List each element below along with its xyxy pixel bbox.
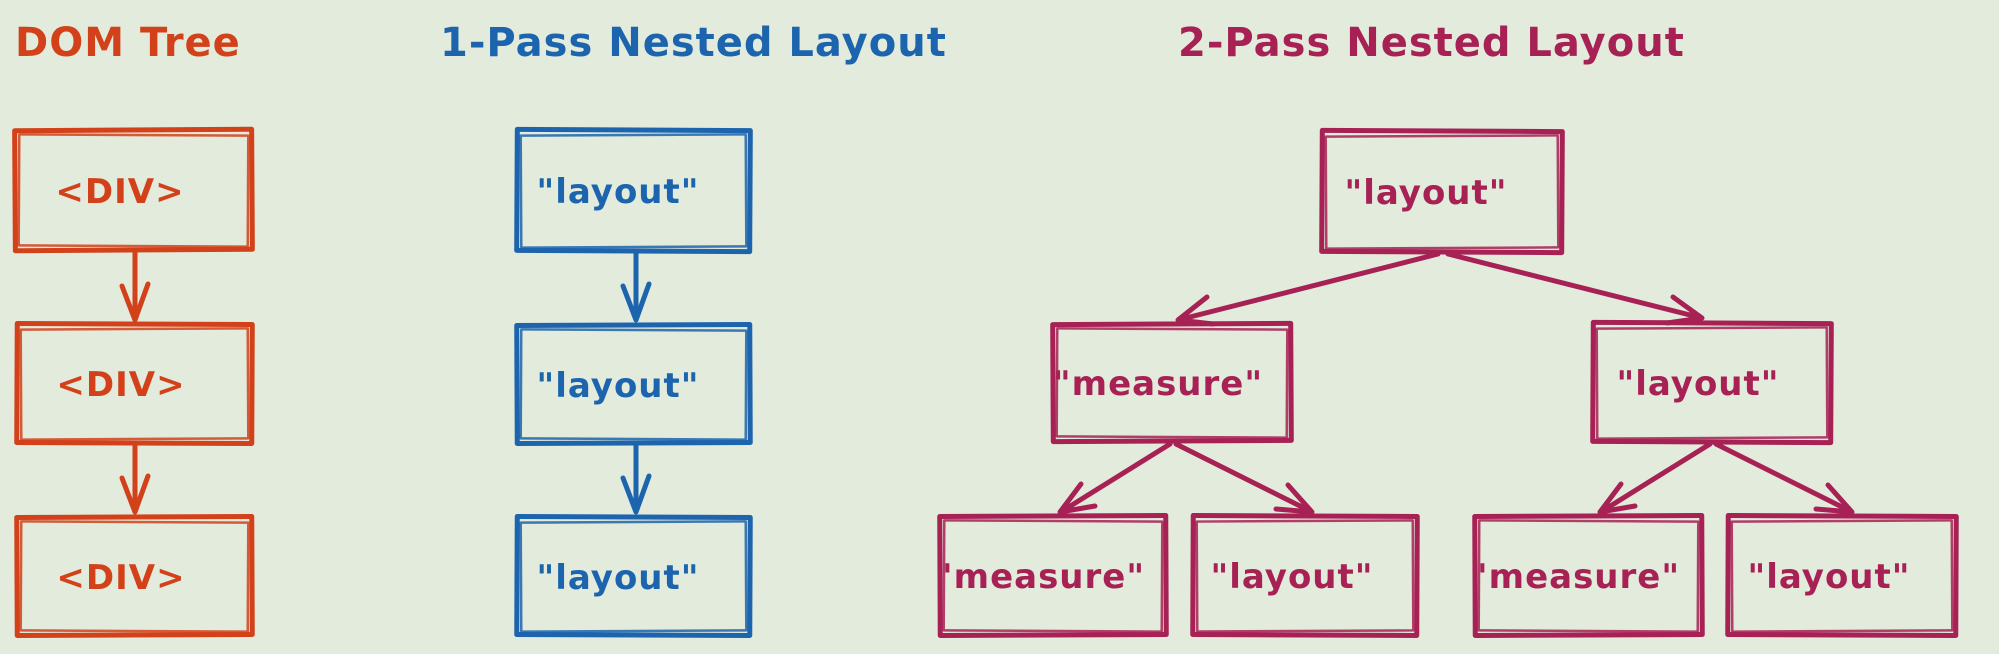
node-box-sketch (1195, 519, 1415, 633)
one-pass-diagram: 1-Pass Nested Layout "layout" "layout" "… (440, 20, 947, 639)
one-pass-title: 1-Pass Nested Layout (440, 20, 947, 66)
node-box-sketch (1324, 134, 1560, 250)
two-pass-layout-node: "layout" (1590, 319, 1834, 446)
node-label: "layout" (537, 172, 700, 212)
node-label: "layout" (1617, 364, 1780, 404)
node-box (12, 126, 255, 254)
dom-tree-title: DOM Tree (15, 20, 241, 66)
arrow-down-icon (119, 442, 151, 515)
two-pass-root-node: "layout" (1319, 127, 1565, 256)
node-box (1472, 513, 1705, 638)
node-label: <DIV> (56, 365, 185, 405)
one-pass-node-1: "layout" (514, 126, 753, 255)
node-box (14, 513, 255, 639)
node-label: "measure" (1470, 557, 1680, 597)
two-pass-leaf-layout-2: "layout" (1725, 513, 1959, 638)
node-box-sketch (519, 133, 748, 249)
two-pass-leaf-measure-2: "measure" (1470, 513, 1705, 638)
node-box-sketch (942, 519, 1164, 633)
two-pass-leaf-layout-1: "layout" (1190, 513, 1420, 638)
node-box-sketch (19, 327, 250, 441)
dom-tree-node-3: <DIV> (14, 513, 255, 639)
arrow-down-icon (620, 442, 652, 515)
one-pass-node-2: "layout" (514, 321, 753, 447)
arrow-diagonal-icon (1057, 441, 1173, 515)
node-label: "measure" (935, 557, 1145, 597)
node-box (514, 126, 753, 255)
node-box-sketch (519, 520, 748, 633)
arrow-diagonal-icon (1173, 441, 1315, 515)
node-box (514, 513, 753, 639)
node-label: <DIV> (56, 558, 185, 598)
two-pass-measure-node: "measure" (1050, 320, 1294, 445)
node-box-sketch (1730, 519, 1954, 633)
node-label: "layout" (537, 558, 700, 598)
node-box (1050, 320, 1294, 445)
arrow-down-icon (620, 250, 652, 323)
dom-tree-diagram: DOM Tree <DIV> <DIV> <DIV> (12, 20, 255, 639)
node-box-sketch (519, 328, 748, 441)
node-box-sketch (1595, 326, 1829, 440)
node-label: <DIV> (55, 172, 184, 212)
node-label: "layout" (1748, 557, 1911, 597)
arrow-down-icon (119, 250, 151, 323)
node-label: "layout" (1345, 173, 1508, 213)
two-pass-leaf-measure-1: "measure" (935, 513, 1169, 638)
node-box (514, 321, 753, 447)
node-box-sketch (17, 133, 250, 248)
dom-tree-node-2: <DIV> (14, 320, 255, 447)
node-label: "layout" (537, 366, 700, 406)
node-box-sketch (1477, 519, 1700, 633)
arrow-diagonal-icon (1445, 251, 1705, 326)
two-pass-diagram: 2-Pass Nested Layout "layout" "measure" … (935, 20, 1959, 638)
two-pass-title: 2-Pass Nested Layout (1178, 20, 1685, 66)
node-box (1319, 127, 1565, 256)
node-box (1590, 319, 1834, 446)
node-label: "measure" (1053, 364, 1263, 404)
node-box-sketch (19, 520, 250, 633)
arrow-diagonal-icon (1597, 441, 1713, 515)
node-box (937, 513, 1169, 638)
arrow-diagonal-icon (1713, 441, 1855, 515)
node-box (1190, 513, 1420, 638)
node-box (1725, 513, 1959, 638)
node-label: "layout" (1211, 557, 1374, 597)
node-box-sketch (1055, 327, 1289, 439)
one-pass-node-3: "layout" (514, 513, 753, 639)
arrow-diagonal-icon (1175, 251, 1441, 327)
dom-tree-node-1: <DIV> (12, 126, 255, 254)
